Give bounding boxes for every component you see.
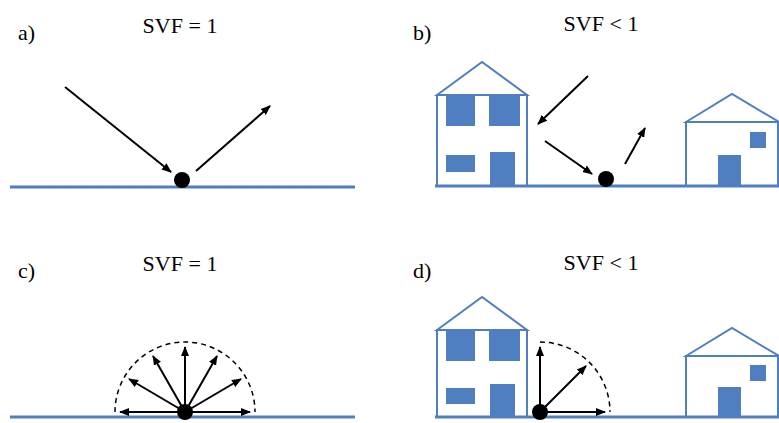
house-wall	[437, 330, 527, 417]
incoming-ray	[65, 87, 171, 172]
ray	[539, 347, 541, 412]
roof	[437, 62, 527, 95]
window	[446, 94, 475, 126]
panel-letter: a)	[18, 22, 35, 44]
outgoing-ray	[625, 128, 645, 164]
reflected-ray	[545, 141, 592, 174]
window	[489, 94, 520, 126]
door	[490, 152, 515, 186]
sky-hemisphere	[115, 342, 255, 412]
svf-value: SVF = 1	[143, 253, 218, 275]
point	[177, 404, 193, 420]
sky-hemisphere	[540, 342, 610, 412]
door	[718, 387, 741, 417]
view-rays	[120, 347, 250, 412]
ray	[120, 411, 185, 413]
house-tall	[437, 62, 527, 186]
incoming-ray	[538, 76, 588, 124]
house-small	[686, 94, 779, 186]
window	[446, 388, 475, 404]
door	[718, 155, 741, 186]
house-tall	[437, 297, 527, 417]
house-wall	[437, 95, 527, 186]
roof	[686, 328, 779, 356]
svf-value: SVF = 1	[143, 15, 218, 37]
ray	[540, 366, 586, 412]
panel-letter: c)	[18, 260, 35, 282]
roof	[686, 94, 779, 122]
window	[446, 329, 475, 361]
ray	[185, 356, 217, 412]
point	[174, 172, 190, 188]
panel-letter: d)	[413, 260, 431, 282]
window	[750, 365, 766, 381]
panel-letter: b)	[413, 22, 431, 44]
roof	[437, 297, 527, 330]
outgoing-ray	[196, 106, 270, 171]
point	[532, 404, 548, 420]
ray	[185, 411, 250, 413]
house-small	[686, 328, 779, 417]
door	[490, 384, 515, 417]
svf-value: SVF < 1	[564, 252, 639, 274]
house-wall	[686, 356, 778, 417]
house-wall	[686, 122, 778, 186]
ray	[184, 347, 186, 412]
point	[598, 171, 614, 187]
view-rays	[540, 347, 605, 412]
ray	[540, 411, 605, 413]
svf-value: SVF < 1	[564, 13, 639, 35]
ray	[129, 379, 185, 412]
window	[750, 132, 766, 148]
window	[446, 155, 475, 172]
window	[489, 329, 520, 361]
